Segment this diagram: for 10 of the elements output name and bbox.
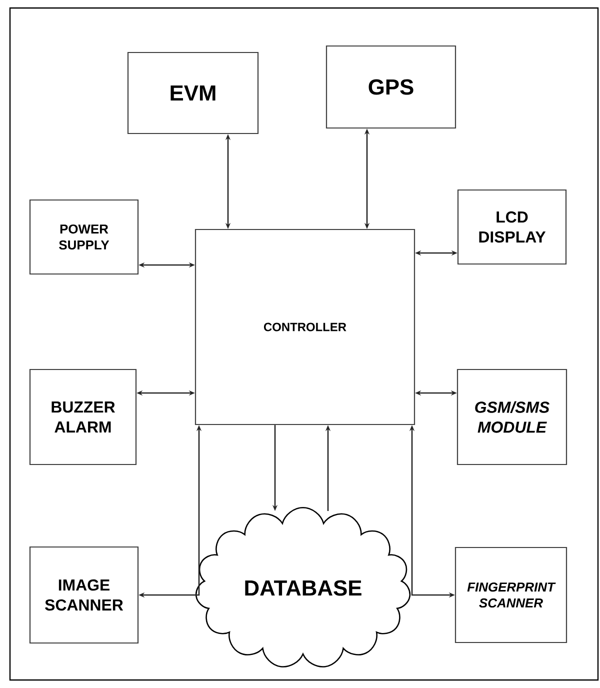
module-box: BUZZER ALARM bbox=[29, 368, 137, 466]
module-box: FINGERPRINT SCANNER bbox=[454, 546, 568, 644]
module-box: POWER SUPPLY bbox=[29, 199, 139, 275]
controller-box: CONTROLLER bbox=[194, 228, 416, 426]
database-cloud: DATABASE bbox=[195, 507, 411, 668]
module-box: EVM bbox=[127, 52, 259, 134]
module-box: GSM/SMS MODULE bbox=[456, 368, 568, 466]
module-box: GPS bbox=[326, 45, 456, 129]
module-box: LCD DISPLAY bbox=[457, 189, 567, 265]
module-box: IMAGE SCANNER bbox=[29, 546, 139, 644]
